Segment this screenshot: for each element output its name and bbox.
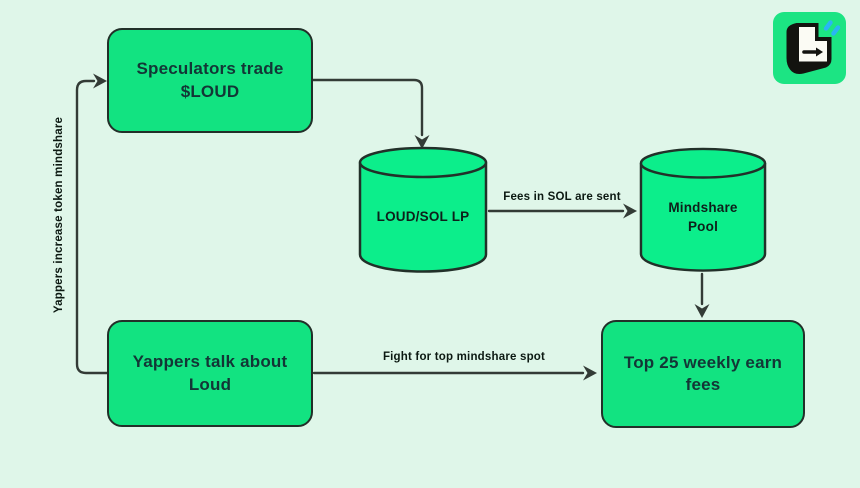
node-top25-earn-label: Top 25 weekly earn fees [623, 352, 783, 394]
edge-loop-arrowhead [93, 73, 107, 89]
edge-pool-arrowhead [694, 304, 710, 318]
edge-label-fees-in-sol: Fees in SOL are sent [503, 191, 621, 203]
node-speculators-trade: Speculators trade $LOUD [107, 28, 313, 133]
node-yappers-talk: Yappers talk about Loud [107, 320, 313, 427]
cylinder-loud-sol-lp: LOUD/SOL LP [358, 145, 488, 274]
loud-key-icon [786, 20, 841, 74]
loud-logo [773, 12, 846, 84]
cylinder-mindshare-pool: Mindshare Pool [639, 145, 767, 274]
node-top25-earn: Top 25 weekly earn fees [601, 320, 805, 428]
edge-label-fight-for-mindshare: Fight for top mindshare spot [382, 351, 546, 363]
database-cylinder-icon [358, 146, 488, 273]
edge-label-yappers-increase-mindshare: Yappers increase token mindshare [53, 116, 65, 314]
cylinder-loud-sol-lp-label: LOUD/SOL LP [376, 209, 470, 225]
node-speculators-trade-label: Speculators trade $LOUD [136, 59, 284, 101]
edge-fight-arrowhead [583, 365, 597, 381]
edge-fees-arrowhead [623, 203, 637, 219]
edge-loop-line [75, 79, 109, 375]
edge-trade-line [311, 78, 424, 137]
database-cylinder-icon [639, 147, 767, 272]
cylinder-mindshare-pool-label: Mindshare Pool [668, 200, 738, 234]
node-yappers-talk-label: Yappers talk about Loud [132, 352, 288, 394]
edge-trade-arrowhead [414, 135, 430, 149]
